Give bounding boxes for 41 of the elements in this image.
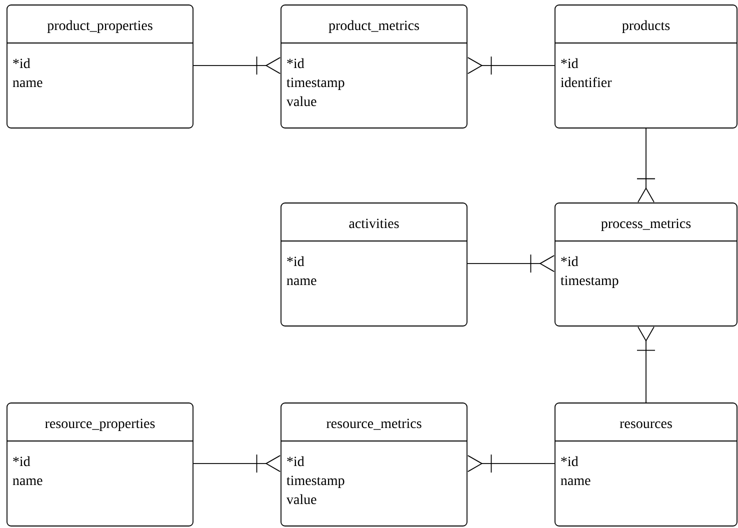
attribute-text: timestamp bbox=[286, 476, 344, 488]
relationship-line bbox=[193, 56, 281, 75]
relationship-line bbox=[636, 326, 656, 403]
entity-box bbox=[554, 402, 738, 526]
entity-name: resource_properties bbox=[45, 418, 155, 431]
attribute-text: name bbox=[286, 278, 316, 286]
attribute-text: name bbox=[12, 478, 42, 486]
entity-name: activities bbox=[349, 218, 399, 228]
entity-name: product_metrics bbox=[328, 20, 419, 33]
attribute-text: name bbox=[560, 478, 590, 486]
attribute-text: name bbox=[12, 80, 42, 88]
attribute-text: value bbox=[286, 96, 316, 106]
relationship-line bbox=[636, 128, 656, 203]
attribute-text: *id bbox=[287, 58, 304, 68]
entity-name: resource_metrics bbox=[326, 418, 422, 430]
relationship-line bbox=[467, 454, 555, 473]
attribute-text: *id bbox=[561, 456, 578, 466]
attribute-text: *id bbox=[13, 58, 30, 68]
relationship-line bbox=[467, 56, 555, 75]
entity-box bbox=[554, 202, 738, 326]
attribute-text: *id bbox=[287, 256, 304, 266]
attribute-text: value bbox=[286, 494, 316, 504]
entity-box bbox=[6, 4, 194, 128]
entity-name: process_metrics bbox=[601, 218, 691, 231]
attribute-text: timestamp bbox=[560, 276, 618, 288]
entity-box bbox=[280, 202, 468, 326]
attribute-text: *id bbox=[13, 456, 30, 466]
attribute-text: *id bbox=[287, 456, 304, 466]
attribute-text: identifier bbox=[560, 77, 612, 88]
entity-box bbox=[554, 4, 738, 128]
entity-name: product_properties bbox=[47, 20, 152, 33]
attribute-text: *id bbox=[561, 256, 578, 266]
relationship-line bbox=[193, 454, 281, 473]
relationship-line bbox=[467, 254, 555, 273]
entity-box bbox=[280, 402, 468, 526]
attribute-text: timestamp bbox=[286, 78, 344, 90]
entity-box bbox=[6, 402, 194, 526]
entity-box bbox=[280, 4, 468, 128]
entity-name: resources bbox=[620, 421, 672, 428]
entity-name: products bbox=[622, 20, 670, 33]
attribute-text: *id bbox=[561, 58, 578, 68]
